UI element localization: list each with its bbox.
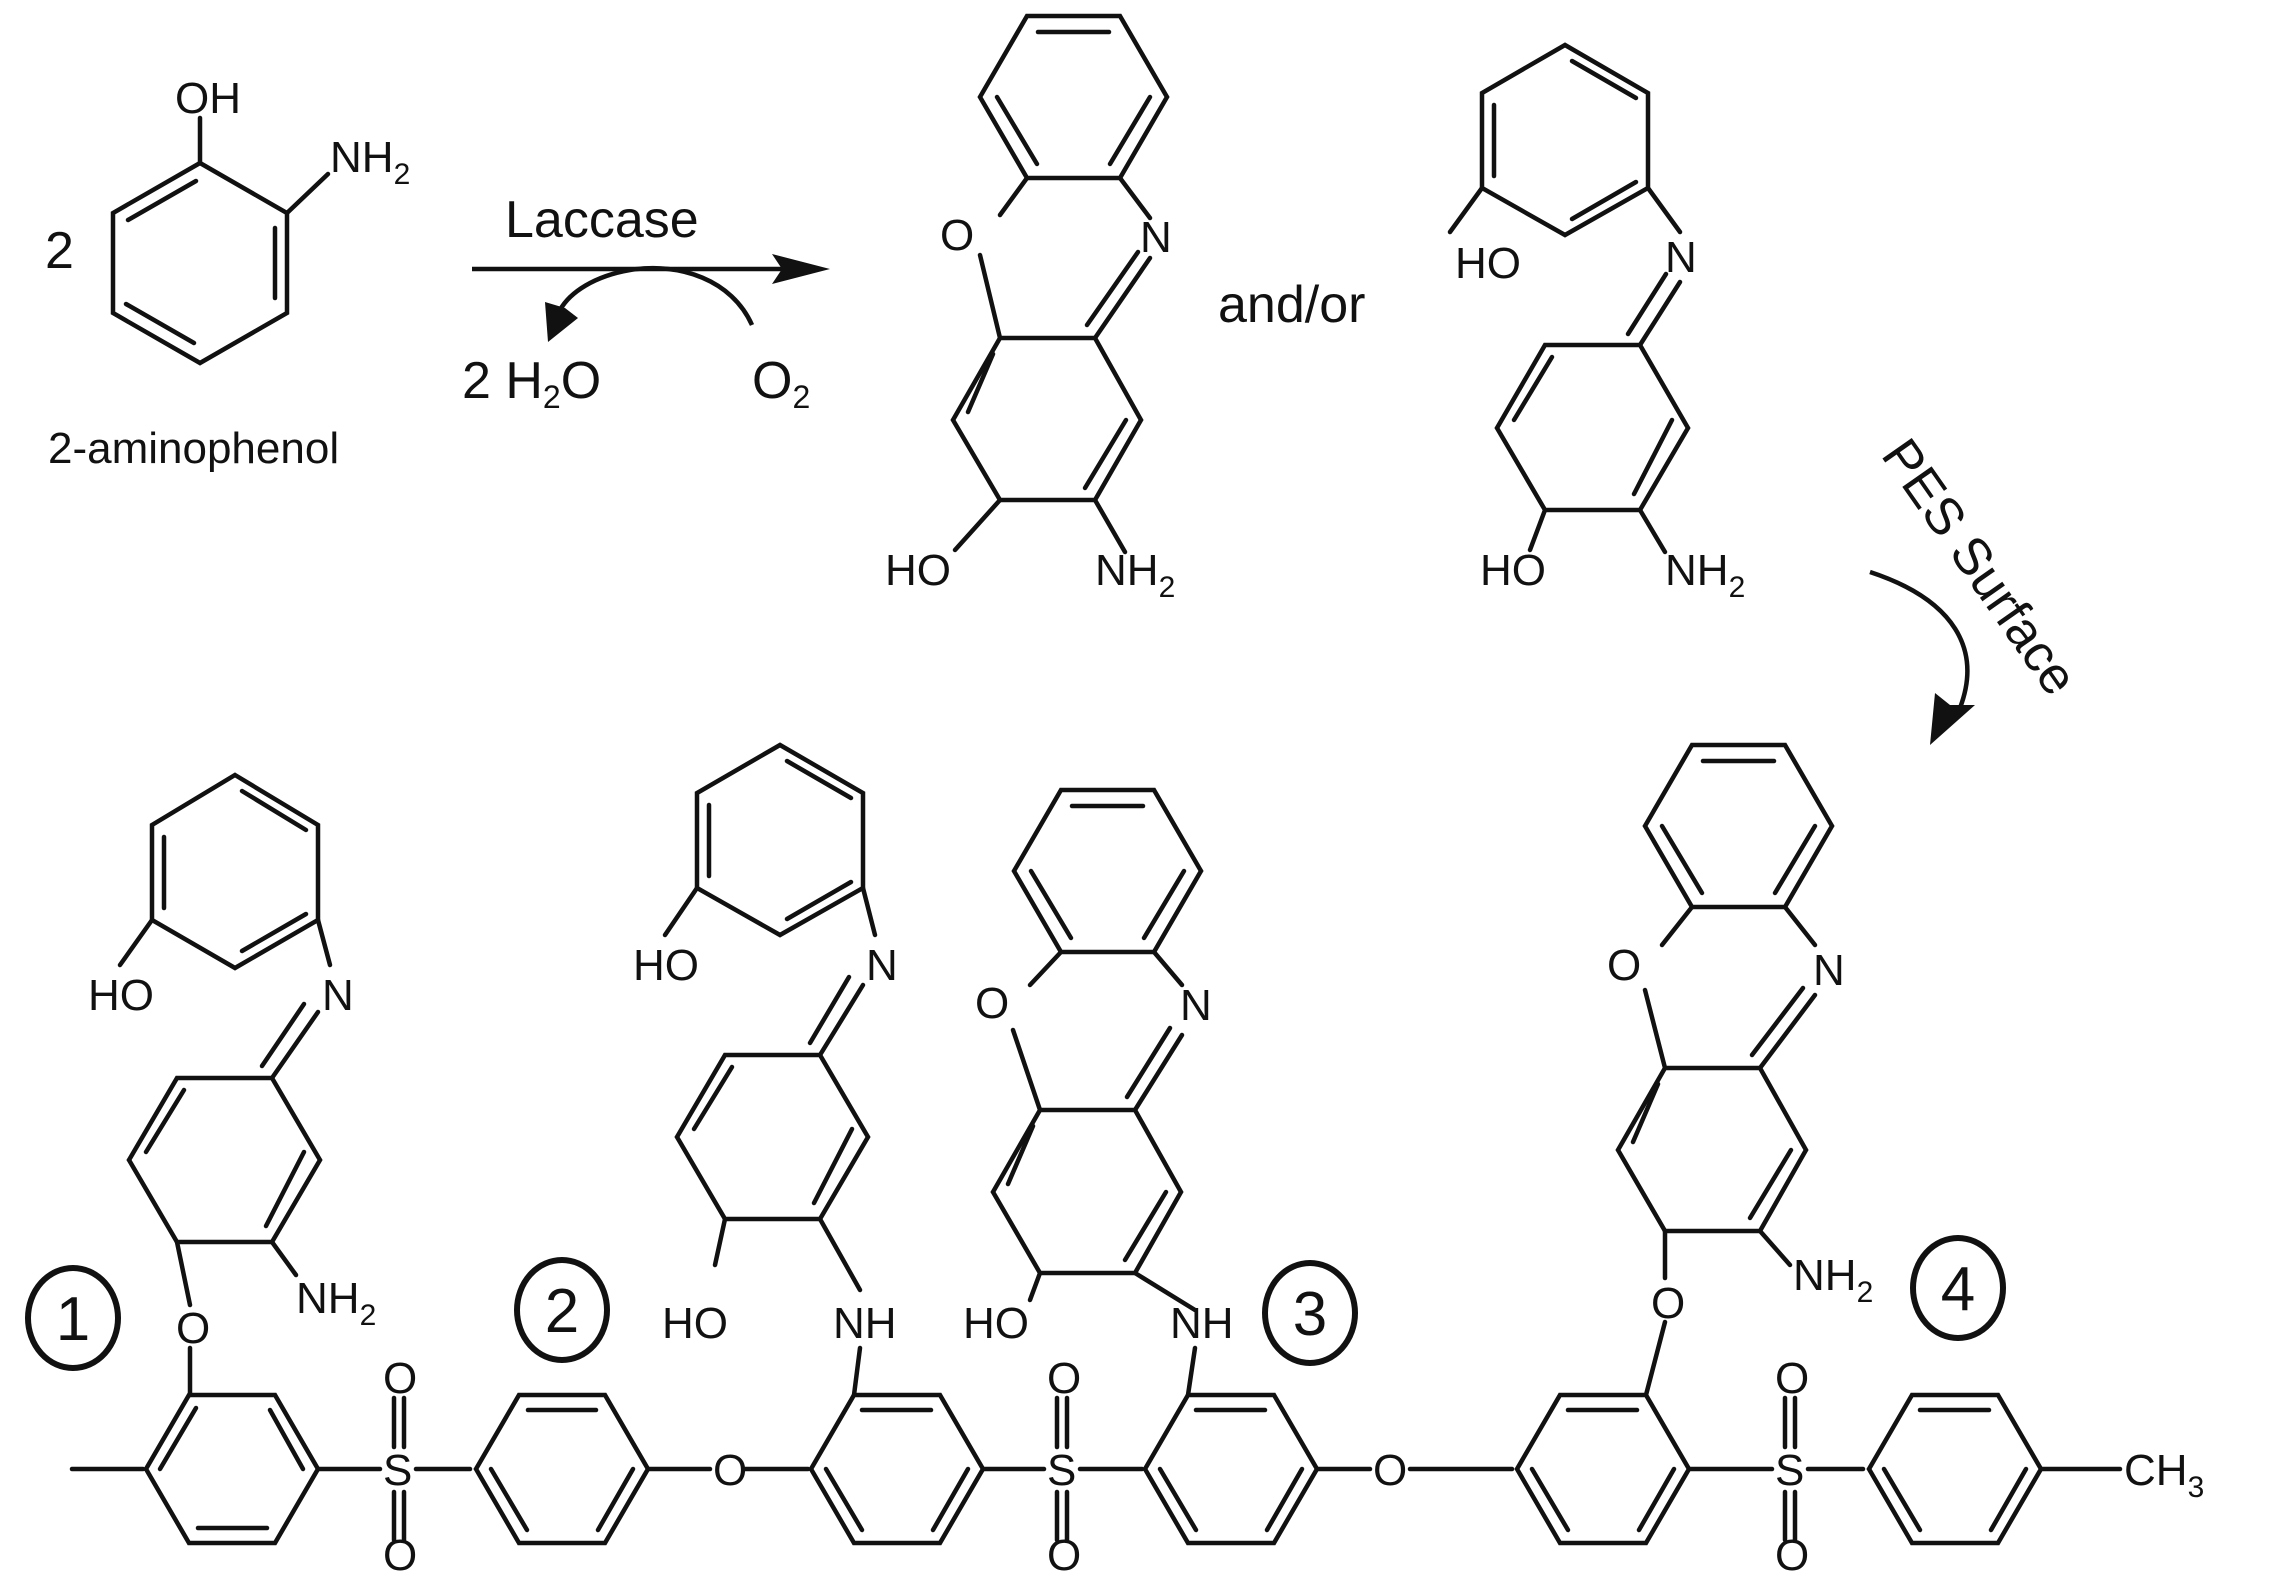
g1-nh2: NH2 [296,1274,376,1332]
methyl-group: CH3 [2124,1446,2204,1504]
g3-ho: HO [963,1299,1029,1348]
backbone-s-3: S [1775,1446,1804,1495]
backbone-o-1: O [713,1446,747,1495]
backbone-so-3b: O [1775,1531,1809,1577]
backbone-so-1b: O [383,1531,417,1577]
curved-byproduct-arrow [558,265,755,326]
grafted-group-1 [117,772,333,1398]
g3-o: O [975,979,1009,1028]
quinone-ho-bottom: HO [1480,546,1546,595]
phenoxazine-n: N [1140,213,1172,262]
g4-nh2: NH2 [1793,1251,1873,1309]
backbone-o-2: O [1373,1446,1407,1495]
reactant-coefficient: 2 [45,222,74,280]
pes-arrowhead [1930,693,1975,745]
g1-o-linker: O [176,1304,210,1353]
quinone-ho-top: HO [1455,239,1521,288]
backbone-so-2a: O [1047,1354,1081,1403]
site-number-1: 1 [56,1285,90,1354]
g2-ho-top: HO [633,941,699,990]
grafted-group-2 [662,742,878,1398]
g2-n: N [866,941,898,990]
site-marker-2: 2 [514,1257,610,1363]
backbone-so-1a: O [383,1354,417,1403]
backbone-s-2: S [1047,1446,1076,1495]
g1-ho: HO [88,971,154,1020]
quinone-n: N [1665,233,1697,282]
g2-ho-bottom: HO [662,1299,728,1348]
phenoxazine-ho: HO [885,546,951,595]
g4-n: N [1813,946,1845,995]
g2-nh: NH [833,1299,897,1348]
reactant-nh2-label: NH2 [330,133,410,191]
pes-backbone [69,1392,2123,1546]
backbone-so-2b: O [1047,1531,1081,1577]
g3-nh: NH [1170,1299,1234,1348]
site-marker-4: 4 [1910,1235,2006,1341]
oxygen-reagent: O2 [752,352,810,415]
site-number-2: 2 [545,1277,579,1346]
grafted-group-3 [990,787,1204,1398]
phenoxazine-o: O [940,211,974,260]
curved-arrowhead [545,302,578,342]
reactant-oh-label: OH [175,74,241,123]
g1-n: N [322,971,354,1020]
site-marker-1: 1 [25,1265,121,1371]
site-number-4: 4 [1941,1255,1975,1324]
quinone-imine-product [1447,42,1691,555]
quinone-nh2: NH2 [1665,546,1745,604]
phenoxazine-product [950,13,1170,555]
pes-curved-arrow [1869,569,1970,709]
connector-text: and/or [1218,276,1365,334]
g3-n: N [1180,981,1212,1030]
backbone-so-3a: O [1775,1354,1809,1403]
phenoxazine-nh2: NH2 [1095,546,1175,604]
water-byproduct: 2 H2O [462,352,601,415]
backbone-s-1: S [383,1446,412,1495]
enzyme-label: Laccase [505,191,699,249]
g4-o-linker: O [1651,1279,1685,1328]
reactant-name: 2-aminophenol [48,424,339,473]
reaction-arrowhead [772,254,830,284]
g4-o: O [1607,941,1641,990]
site-number-3: 3 [1293,1280,1327,1349]
grafted-group-4 [1615,742,1835,1398]
aminophenol-structure [110,115,331,366]
pes-surface-label: PES Surface [1870,429,2088,706]
site-marker-3: 3 [1262,1260,1358,1366]
